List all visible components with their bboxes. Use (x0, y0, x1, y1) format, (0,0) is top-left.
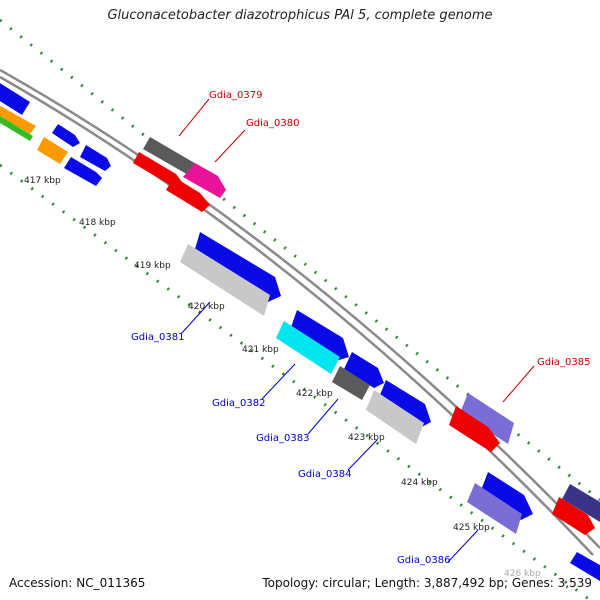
feature-left-orange-2 (37, 137, 68, 164)
connector-gdia-0382 (261, 363, 296, 400)
gene-label-gdia-0381: Gdia_0381 (131, 332, 184, 343)
map-title: Gluconacetobacter diazotrophicus PAl 5, … (107, 8, 493, 23)
feature-red-1 (133, 152, 185, 186)
accession-text: Accession: NC_011365 (9, 576, 146, 590)
kbp-label: 423 kbp (348, 433, 385, 443)
backbone-inner (0, 75, 594, 556)
connector-gdia-0386 (447, 529, 479, 563)
feature-blue-419 (193, 232, 281, 302)
kbp-label: 418 kbp (79, 218, 116, 228)
feature-blue-right (570, 552, 600, 581)
feature-gdia-0382 (276, 321, 340, 374)
feature-left-blue-3 (80, 145, 111, 171)
feature-red-right (552, 497, 595, 535)
kbp-label: 417 kbp (24, 176, 61, 186)
feature-red-2 (166, 177, 210, 212)
gene-label-gdia-0382: Gdia_0382 (212, 398, 265, 409)
feature-navy-right (562, 484, 600, 522)
feature-left-orange (0, 105, 36, 134)
kbp-label: 424 kbp (401, 478, 438, 488)
kbp-label: 421 kbp (242, 345, 279, 355)
feature-red-424 (449, 406, 500, 452)
connector-gdia-0379 (178, 98, 210, 137)
feature-blue-425 (480, 472, 533, 520)
feature-gdia-0383 (332, 366, 370, 400)
feature-gdia-0386 (467, 483, 522, 534)
gene-label-gdia-0384: Gdia_0384 (298, 469, 351, 480)
feature-left-blue-2 (52, 124, 80, 147)
gene-label-gdia-0383: Gdia_0383 (256, 433, 309, 444)
feature-gdia-0385 (460, 393, 514, 444)
gene-label-gdia-0380: Gdia_0380 (246, 118, 299, 129)
gene-label-gdia-0386: Gdia_0386 (397, 555, 450, 566)
kbp-label: 425 kbp (453, 523, 490, 533)
kbp-label: 420 kbp (188, 302, 225, 312)
kbp-label: 426 kbp (504, 569, 541, 579)
kbp-label: 419 kbp (134, 261, 171, 271)
feature-gdia-0384 (366, 390, 424, 444)
feature-gdia-0381 (180, 244, 270, 316)
connector-gdia-0384 (347, 439, 378, 471)
connector-gdia-0385 (502, 365, 535, 403)
gene-label-gdia-0385: Gdia_0385 (537, 357, 590, 368)
feature-left-green (0, 116, 33, 141)
connector-gdia-0381 (180, 301, 211, 335)
inner-dotted-track (0, 163, 591, 600)
connector-gdia-0383 (307, 398, 339, 435)
backbone-outer (0, 68, 600, 549)
feature-blue-422 (344, 352, 384, 388)
kbp-label: 422 kbp (296, 389, 333, 399)
feature-blue-421 (290, 310, 349, 360)
feature-gdia-0380 (183, 163, 226, 198)
connector-gdia-0380 (214, 129, 246, 163)
feature-left-blue-4 (64, 157, 102, 186)
topology-text: Topology: circular; Length: 3,887,492 bp… (262, 576, 592, 590)
feature-blue-423 (378, 380, 431, 428)
feature-left-blue (0, 83, 30, 115)
gene-label-gdia-0379: Gdia_0379 (209, 90, 262, 101)
